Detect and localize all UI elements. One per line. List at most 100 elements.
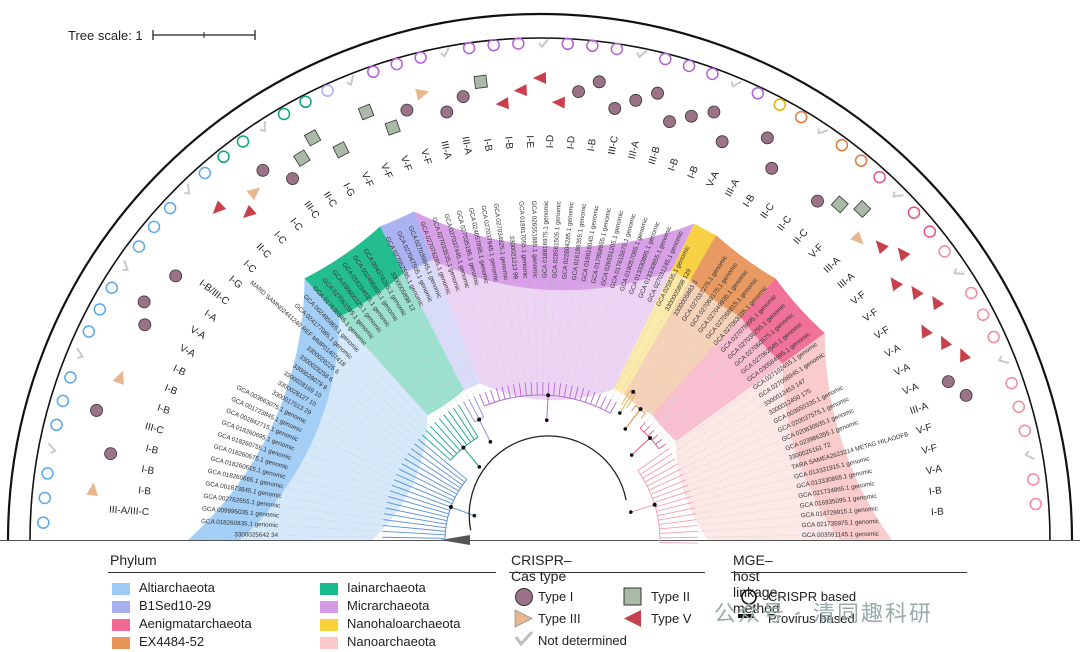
triangle-left-icon bbox=[960, 348, 972, 363]
leaf-guide bbox=[285, 496, 383, 514]
phylum-swatch bbox=[112, 583, 130, 595]
leaf-guide bbox=[287, 487, 384, 508]
circle-icon bbox=[137, 295, 151, 309]
phylum-legend-item: Micrarchaeota bbox=[347, 598, 430, 613]
check-icon bbox=[953, 268, 965, 275]
leaf-guide bbox=[606, 305, 648, 395]
phylum-swatch bbox=[112, 601, 130, 613]
circle-icon bbox=[138, 318, 152, 332]
branch bbox=[639, 421, 646, 429]
leaf-guide bbox=[291, 468, 387, 497]
phylum-legend-rule bbox=[108, 572, 496, 573]
type-label: I-D bbox=[566, 135, 578, 149]
ring-icon bbox=[1029, 497, 1042, 511]
leaf-guide bbox=[685, 432, 775, 474]
triangle-left-icon bbox=[940, 335, 953, 350]
circle-icon bbox=[104, 447, 117, 461]
leaf-guide bbox=[477, 289, 502, 385]
circle-icon bbox=[608, 102, 622, 115]
check-icon bbox=[184, 183, 191, 195]
check-icon bbox=[122, 260, 130, 272]
type-label: I-B bbox=[502, 136, 514, 150]
node-dot bbox=[477, 417, 482, 422]
ring-icon bbox=[976, 308, 990, 322]
type-label: V-A bbox=[925, 464, 943, 478]
leaf-guide bbox=[283, 515, 381, 526]
tree-branches bbox=[382, 382, 698, 545]
type-label: V-F bbox=[398, 154, 414, 172]
leaf-guide bbox=[699, 535, 798, 538]
leaf-guide-lines bbox=[282, 282, 798, 538]
branch bbox=[659, 536, 698, 539]
ring-icon bbox=[147, 220, 161, 234]
sector-fade bbox=[339, 272, 495, 466]
ring-icon bbox=[198, 166, 212, 180]
node-dot bbox=[618, 411, 622, 415]
inner-ring bbox=[29, 37, 1051, 541]
leaf-guide bbox=[687, 441, 779, 480]
leaf-guide bbox=[486, 287, 508, 384]
leaf-guide bbox=[650, 354, 720, 426]
circle-icon bbox=[440, 105, 454, 119]
branch bbox=[658, 443, 666, 450]
phylum-swatch bbox=[112, 637, 130, 649]
leaf-guide bbox=[323, 398, 407, 453]
leaf-guide bbox=[390, 329, 448, 410]
branch bbox=[421, 434, 451, 461]
circle-icon bbox=[707, 105, 721, 119]
type-label: V-F bbox=[418, 148, 433, 166]
circle-icon bbox=[572, 85, 585, 99]
type-label: III-A bbox=[438, 140, 453, 161]
ring-icon bbox=[907, 206, 921, 219]
branch bbox=[396, 473, 454, 501]
node-dot bbox=[544, 418, 549, 422]
crispr-annotation-track bbox=[86, 72, 973, 497]
branch bbox=[655, 495, 692, 508]
branch bbox=[383, 519, 446, 529]
ring-icon bbox=[987, 330, 1000, 344]
triangle-left-icon bbox=[921, 324, 933, 339]
triangle-right-icon bbox=[415, 88, 430, 101]
type-label: III-C bbox=[607, 135, 621, 156]
ring-icon bbox=[487, 38, 500, 52]
leaf-guide bbox=[617, 314, 666, 401]
leaf-label: GCA 018816975.1 genomic bbox=[542, 201, 550, 278]
ring-icon bbox=[367, 65, 380, 79]
branch bbox=[530, 382, 533, 396]
leaf-guide bbox=[699, 525, 798, 532]
type-label: III-C bbox=[144, 421, 165, 437]
branch bbox=[425, 430, 454, 458]
triangle-right-icon bbox=[514, 609, 533, 628]
type-label: I-E bbox=[524, 135, 535, 148]
branch bbox=[650, 479, 687, 495]
tree-scale-label: Tree scale: 1 bbox=[68, 28, 143, 43]
branch bbox=[647, 430, 655, 437]
branch bbox=[574, 386, 579, 400]
type-label: I-B bbox=[156, 403, 172, 418]
leaf-guide bbox=[578, 289, 603, 385]
leaf-guide bbox=[294, 459, 389, 491]
mge-legend-item: CRISPR based bbox=[768, 589, 857, 604]
sector-fade bbox=[583, 270, 690, 454]
crispr-legend-item: Not determined bbox=[538, 633, 627, 648]
branch bbox=[389, 490, 450, 511]
ring-icon bbox=[773, 98, 787, 111]
triangle-left-icon bbox=[932, 295, 945, 311]
square-icon bbox=[830, 195, 849, 214]
branch bbox=[453, 407, 475, 440]
leaf-guide bbox=[329, 390, 410, 448]
leaf-guide bbox=[282, 525, 381, 532]
leaf-guide bbox=[414, 314, 463, 401]
ring-icon bbox=[50, 418, 63, 432]
leaf-guide bbox=[691, 459, 786, 491]
sector-fade bbox=[240, 317, 474, 540]
branch bbox=[579, 388, 585, 401]
branch bbox=[648, 473, 684, 491]
leaf-guide bbox=[693, 468, 789, 497]
branch bbox=[401, 463, 458, 495]
check-icon bbox=[514, 630, 534, 647]
leaf-guide bbox=[496, 285, 514, 383]
ring-icon bbox=[132, 240, 146, 253]
ring-icon bbox=[64, 371, 77, 384]
mge-legend-item: Provirus based bbox=[768, 611, 855, 626]
